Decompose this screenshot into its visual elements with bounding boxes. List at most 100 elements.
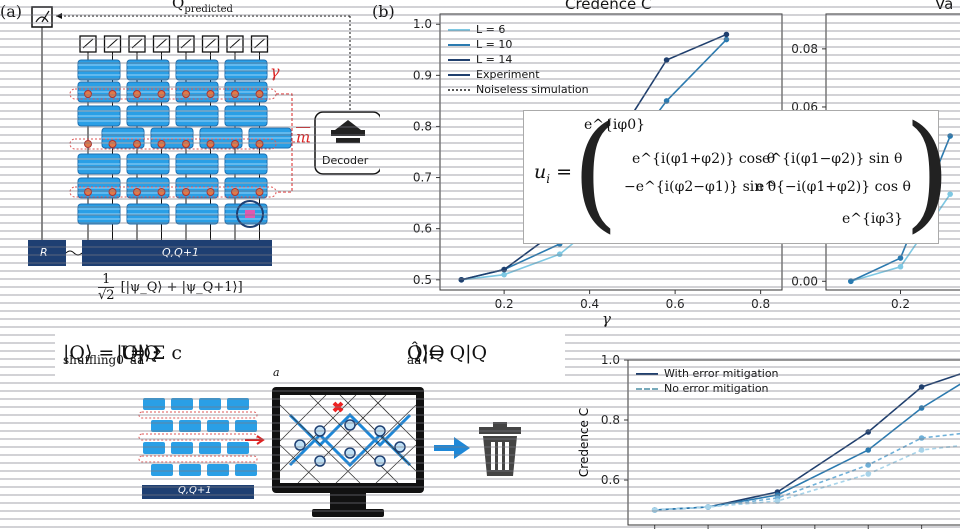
credence-title: Credence C bbox=[565, 0, 652, 13]
legend-swatch bbox=[448, 28, 470, 31]
mini-register-label: Q,Q+1 bbox=[178, 485, 212, 496]
highlighted-gate-marker bbox=[245, 210, 255, 218]
panel-c: Q,Q+1 bbox=[130, 385, 580, 530]
noise-site bbox=[84, 140, 92, 148]
matrix-left-paren: ( bbox=[572, 99, 619, 246]
data-point bbox=[918, 435, 925, 441]
legend-entry: Noiseless simulation bbox=[448, 82, 608, 97]
noise-site bbox=[108, 140, 117, 148]
data-point bbox=[947, 191, 953, 197]
noise-site bbox=[182, 188, 190, 196]
data-point bbox=[774, 498, 781, 504]
legend-label: No error mitigation bbox=[664, 382, 769, 395]
mini-gate bbox=[199, 442, 221, 454]
register-block: Q,Q+1 bbox=[82, 240, 272, 266]
legend-swatch bbox=[448, 88, 470, 91]
y-tick-label: 0.08 bbox=[791, 42, 818, 56]
y-tick-label: 0.5 bbox=[413, 273, 432, 287]
x-tick-label: 0.2 bbox=[891, 297, 910, 311]
legend-entry: L = 14 bbox=[448, 52, 608, 67]
sum-index: a bbox=[273, 366, 280, 379]
legend-entry: L = 10 bbox=[448, 37, 608, 52]
data-point bbox=[501, 271, 507, 278]
noise-site bbox=[206, 140, 215, 148]
matrix-right-paren: ) bbox=[904, 99, 951, 246]
meter-needle bbox=[107, 38, 118, 49]
unitary-matrix-box: ui = ( ) e^{iφ0} e^{i(φ1+φ2)} cos θ e^{i… bbox=[523, 99, 951, 246]
noise-site bbox=[133, 188, 141, 196]
data-point bbox=[918, 384, 925, 390]
legend-swatch bbox=[636, 372, 658, 375]
plot-frame bbox=[627, 359, 960, 526]
mini-gate bbox=[151, 420, 173, 432]
data-point bbox=[865, 471, 872, 477]
meter-needle bbox=[180, 38, 192, 49]
register-label: Q,Q+1 bbox=[162, 246, 200, 259]
y-tick-label: 1.0 bbox=[413, 17, 432, 31]
noise-site bbox=[108, 90, 117, 98]
y-tick-label: 0.8 bbox=[413, 119, 432, 133]
noise-site bbox=[206, 188, 215, 196]
legend-entry: No error mitigation bbox=[636, 381, 816, 396]
noise-site bbox=[182, 140, 190, 148]
matrix-entry-22: e^{i(φ1+φ2)} cos θ bbox=[632, 151, 776, 167]
meter-needle bbox=[131, 38, 143, 49]
legend-entry: L = 6 bbox=[448, 22, 608, 37]
x-tick-label: 0.8 bbox=[751, 297, 770, 311]
panel-a-label: (a) bbox=[0, 2, 23, 21]
data-point bbox=[897, 263, 904, 270]
mini-noise-layer bbox=[138, 455, 258, 463]
legend-label: L = 14 bbox=[476, 53, 513, 66]
y-tick-label: 0.9 bbox=[413, 68, 432, 82]
legend-entry: Experiment bbox=[448, 67, 608, 82]
legend-entry: With error mitigation bbox=[636, 366, 816, 381]
y-tick-label: 0.6 bbox=[601, 473, 620, 487]
mini-gate bbox=[171, 442, 193, 454]
entanglement-link bbox=[65, 250, 83, 256]
arrow-icon bbox=[434, 437, 470, 459]
m-label: m bbox=[296, 128, 311, 146]
data-point bbox=[663, 57, 670, 63]
mini-gate bbox=[179, 464, 201, 476]
mini-register: Q,Q+1 bbox=[142, 485, 254, 499]
series-line bbox=[654, 444, 960, 511]
noise-site bbox=[84, 188, 92, 196]
data-point bbox=[865, 462, 872, 468]
monitor-icon bbox=[272, 387, 424, 517]
panel-a: (a) Qpredicted γ m Decoder R Q,Q+1 1 √2 … bbox=[0, 0, 380, 310]
data-point bbox=[865, 447, 872, 453]
noise-layer bbox=[69, 186, 277, 198]
noise-site bbox=[133, 140, 141, 148]
matrix-entry-11: e^{iφ0} bbox=[584, 117, 646, 133]
meter-needle bbox=[156, 38, 167, 49]
data-point bbox=[918, 405, 925, 411]
right-plot-title: Va bbox=[935, 0, 954, 13]
mini-gate bbox=[207, 420, 229, 432]
data-point bbox=[663, 98, 670, 104]
mini-gate bbox=[199, 398, 221, 410]
mini-noise-layer bbox=[138, 411, 258, 419]
matrix-entry-33: e^{−i(φ1+φ2)} cos θ bbox=[756, 179, 911, 195]
matrix-entry-32: −e^{i(φ2−φ1)} sin θ bbox=[624, 179, 777, 195]
mini-circuit bbox=[135, 390, 265, 500]
mini-output-arrow bbox=[245, 435, 265, 445]
syndrome-bracket bbox=[276, 93, 312, 193]
y-tick-label: 0.00 bbox=[791, 274, 818, 288]
mini-gate bbox=[227, 398, 249, 410]
noise-site bbox=[231, 140, 239, 148]
legend-swatch bbox=[448, 73, 470, 76]
gamma-label: γ bbox=[270, 62, 280, 81]
q-predicted-label: Qpredicted bbox=[172, 0, 233, 15]
noise-site bbox=[182, 90, 190, 98]
y-tick-label: 0.6 bbox=[413, 222, 432, 236]
data-point bbox=[918, 447, 925, 453]
y-tick-label: 0.7 bbox=[413, 171, 432, 185]
trash-icon bbox=[479, 422, 521, 476]
bell-formula: 1 √2 [|ψ_Q⟩ + |ψ_Q+1⟩] bbox=[98, 272, 243, 303]
mini-gate bbox=[179, 420, 201, 432]
panel-b-label: (b) bbox=[372, 2, 395, 21]
x-tick-label: 0.2 bbox=[495, 297, 514, 311]
